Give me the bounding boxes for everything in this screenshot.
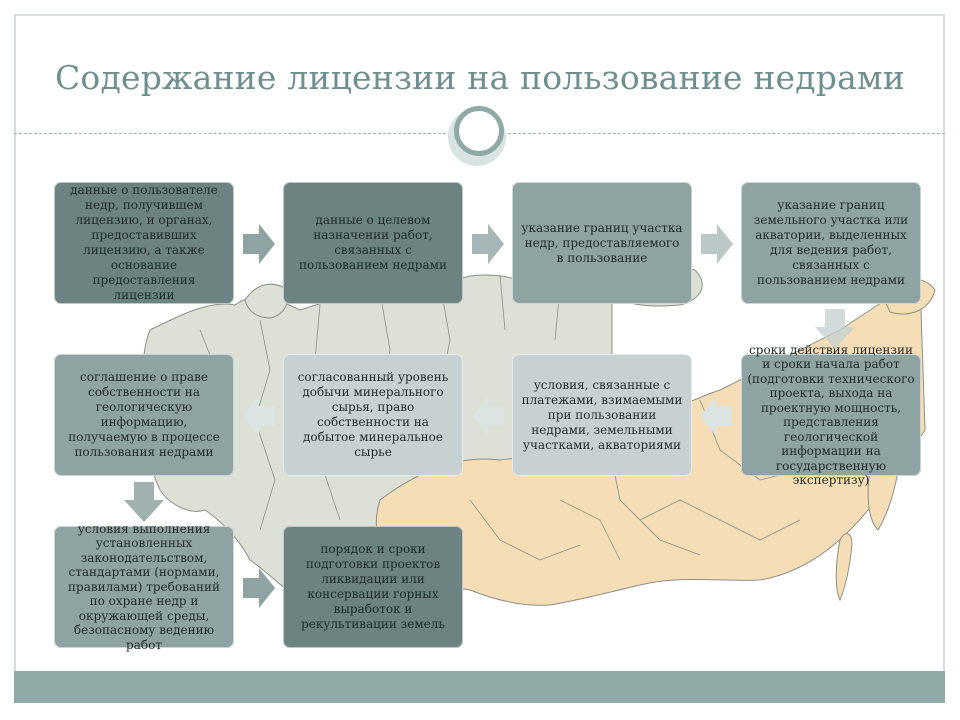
content-box-text: сроки действия лицензии и сроки начала р…: [747, 342, 915, 488]
content-box-extraction-level: согласованный уровень добычи минеральног…: [283, 354, 463, 476]
content-box-text: условия, связанные с платежами, взимаемы…: [521, 377, 683, 452]
slide-frame-top: [14, 14, 945, 16]
content-box-environment: условия выполнения установленных законод…: [54, 522, 234, 652]
arrow-right-icon: [243, 568, 275, 608]
arrow-left-icon: [243, 396, 275, 436]
content-box-subsoil-bounds: указание границ участка недр, предоставл…: [512, 182, 692, 304]
slide-title: Содержание лицензии на пользование недра…: [54, 58, 906, 97]
ring-ornament-icon: [454, 106, 504, 156]
content-box-purpose: данные о целевом назначении работ, связа…: [283, 182, 463, 304]
content-box-terms: сроки действия лицензии и сроки начала р…: [741, 343, 921, 487]
content-box-liquidation: порядок и сроки подготовки проектов ликв…: [283, 526, 463, 648]
arrow-down-icon: [815, 309, 855, 349]
content-box-payments: условия, связанные с платежами, взимаемы…: [512, 354, 692, 476]
arrow-left-icon: [472, 396, 504, 436]
content-box-user-data: данные о пользователе недр, получившем л…: [54, 182, 234, 304]
content-box-text: условия выполнения установленных законод…: [68, 521, 220, 652]
slide-frame-left: [14, 14, 16, 674]
content-box-land-bounds: указание границ земельного участка или а…: [741, 182, 921, 304]
content-box-text: указание границ участка недр, предоставл…: [521, 220, 683, 265]
map-kola-peninsula: [244, 283, 289, 319]
content-box-text: данные о пользователе недр, получившем л…: [70, 183, 218, 302]
content-box-text: порядок и сроки подготовки проектов ликв…: [301, 542, 445, 631]
slide-footer-bar: [14, 671, 945, 703]
map-sakhalin: [835, 533, 853, 602]
arrow-right-icon: [243, 224, 275, 264]
arrow-left-icon: [700, 396, 732, 436]
content-box-text: соглашение о праве собственности на геол…: [68, 370, 220, 459]
content-box-text: указание границ земельного участка или а…: [753, 198, 909, 287]
arrow-down-icon: [124, 482, 164, 522]
content-box-text: данные о целевом назначении работ, связа…: [299, 213, 447, 272]
content-box-geo-info: соглашение о праве собственности на геол…: [54, 354, 234, 476]
slide-frame-right: [943, 14, 945, 674]
arrow-right-icon: [701, 224, 733, 264]
arrow-right-icon: [472, 224, 504, 264]
content-box-text: согласованный уровень добычи минеральног…: [297, 370, 449, 459]
